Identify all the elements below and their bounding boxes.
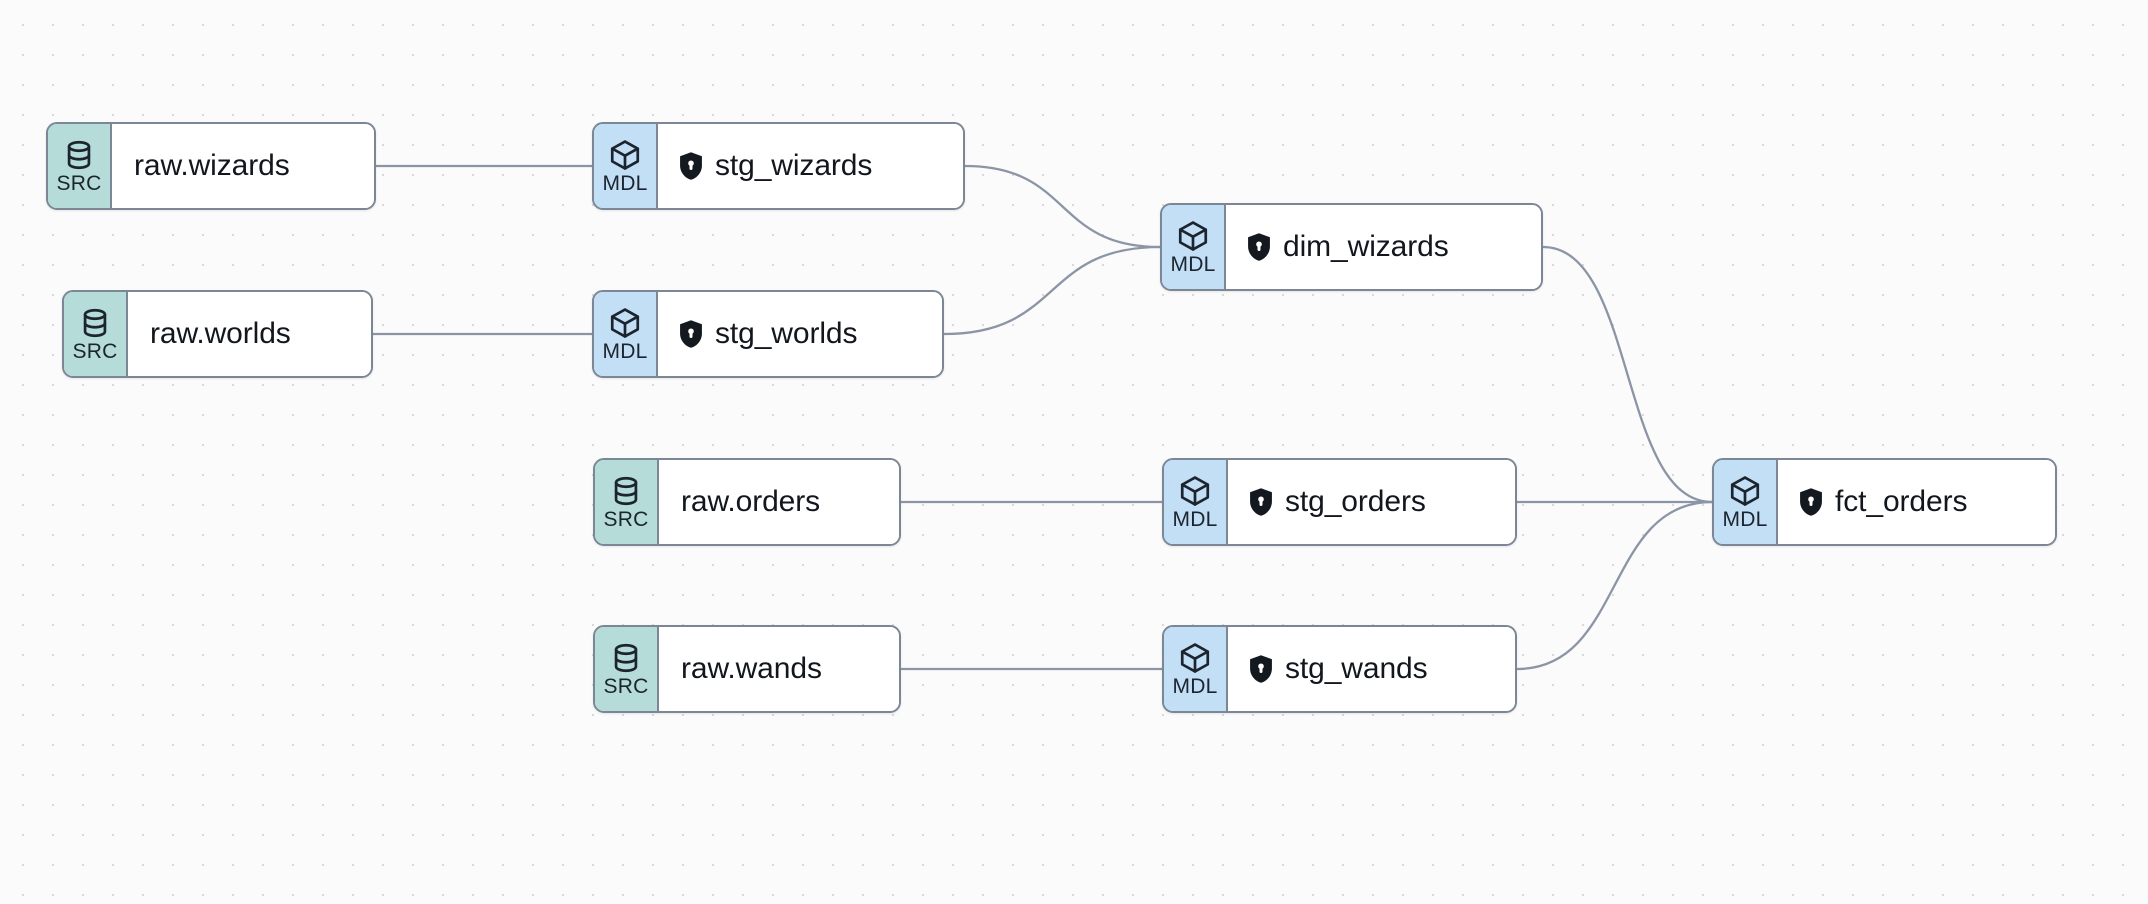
cube-icon: [1180, 643, 1210, 673]
node-stg_wands[interactable]: MDL stg_wands: [1162, 625, 1517, 713]
node-kind-label: MDL: [1172, 675, 1218, 698]
node-stg_worlds[interactable]: MDL stg_worlds: [592, 290, 944, 378]
shield-lock-icon: [1800, 488, 1822, 516]
database-icon: [614, 476, 638, 506]
node-kind-badge-mdl: MDL: [1714, 460, 1778, 544]
shield-lock-icon: [1250, 488, 1272, 516]
node-raw_worlds[interactable]: SRC raw.worlds: [62, 290, 373, 378]
node-kind-badge-src: SRC: [64, 292, 128, 376]
node-label: stg_orders: [1285, 485, 1426, 518]
node-label: stg_wizards: [715, 149, 873, 182]
edge-dim_wizards-to-fct_orders: [1541, 245, 1714, 504]
node-kind-label: MDL: [602, 340, 648, 363]
node-fct_orders[interactable]: MDL fct_orders: [1712, 458, 2057, 546]
node-label-panel: stg_wands: [1228, 627, 1515, 711]
database-icon: [614, 643, 638, 673]
database-icon: [83, 308, 107, 338]
node-label: stg_wands: [1285, 652, 1428, 685]
edge-stg_wands-to-fct_orders: [1515, 500, 1714, 671]
node-kind-label: MDL: [1170, 253, 1216, 276]
cube-icon: [610, 140, 640, 170]
node-label: raw.worlds: [150, 317, 291, 350]
node-raw_orders[interactable]: SRC raw.orders: [593, 458, 901, 546]
cube-icon: [1180, 476, 1210, 506]
node-kind-label: MDL: [1172, 508, 1218, 531]
node-kind-badge-mdl: MDL: [1164, 460, 1228, 544]
node-label: raw.wands: [681, 652, 822, 685]
node-raw_wands[interactable]: SRC raw.wands: [593, 625, 901, 713]
node-label-panel: fct_orders: [1778, 460, 2055, 544]
node-kind-badge-src: SRC: [48, 124, 112, 208]
node-kind-badge-src: SRC: [595, 460, 659, 544]
node-stg_wizards[interactable]: MDL stg_wizards: [592, 122, 965, 210]
cube-icon: [1178, 221, 1208, 251]
node-kind-label: SRC: [72, 340, 118, 363]
node-label: fct_orders: [1835, 485, 1968, 518]
shield-lock-icon: [1250, 655, 1272, 683]
cube-icon: [1730, 476, 1760, 506]
node-kind-label: SRC: [603, 675, 649, 698]
node-kind-badge-src: SRC: [595, 627, 659, 711]
shield-lock-icon: [680, 320, 702, 348]
node-label-panel: stg_wizards: [658, 124, 963, 208]
node-kind-label: SRC: [603, 508, 649, 531]
node-label-panel: dim_wizards: [1226, 205, 1541, 289]
node-label: raw.orders: [681, 485, 821, 518]
node-label-panel: raw.worlds: [128, 292, 371, 376]
node-label-panel: raw.orders: [659, 460, 899, 544]
node-kind-badge-mdl: MDL: [1162, 205, 1226, 289]
node-raw_wizards[interactable]: SRC raw.wizards: [46, 122, 376, 210]
edge-stg_wizards-to-dim_wizards: [963, 164, 1162, 249]
database-icon: [67, 140, 91, 170]
node-kind-badge-mdl: MDL: [1164, 627, 1228, 711]
node-label: stg_worlds: [715, 317, 858, 350]
node-kind-label: MDL: [1722, 508, 1768, 531]
node-label-panel: raw.wizards: [112, 124, 374, 208]
node-dim_wizards[interactable]: MDL dim_wizards: [1160, 203, 1543, 291]
node-label-panel: raw.wands: [659, 627, 899, 711]
cube-icon: [610, 308, 640, 338]
node-kind-badge-mdl: MDL: [594, 124, 658, 208]
node-label-panel: stg_worlds: [658, 292, 942, 376]
edge-stg_worlds-to-dim_wizards: [942, 245, 1162, 336]
node-kind-label: SRC: [56, 172, 102, 195]
node-label-panel: stg_orders: [1228, 460, 1515, 544]
shield-lock-icon: [1248, 233, 1270, 261]
node-label: raw.wizards: [134, 149, 290, 182]
node-kind-label: MDL: [602, 172, 648, 195]
node-label: dim_wizards: [1283, 230, 1449, 263]
shield-lock-icon: [680, 152, 702, 180]
node-stg_orders[interactable]: MDL stg_orders: [1162, 458, 1517, 546]
node-kind-badge-mdl: MDL: [594, 292, 658, 376]
